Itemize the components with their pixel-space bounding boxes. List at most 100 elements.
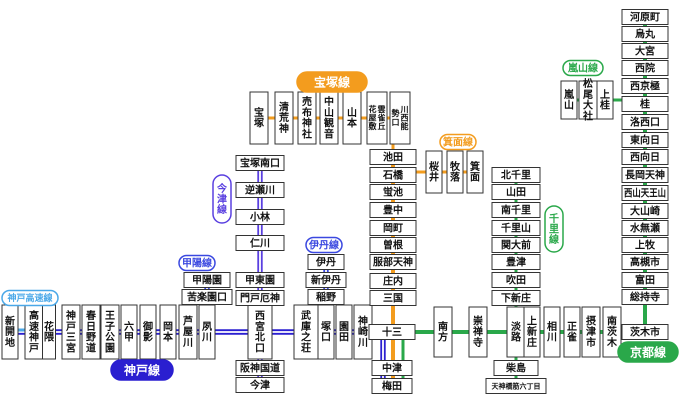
station-千里山: 千里山 [491, 220, 541, 236]
station-園田: 園田 [335, 304, 353, 360]
svg-text:布: 布 [302, 106, 312, 119]
svg-text:塚: 塚 [321, 320, 331, 333]
svg-text:開: 開 [5, 326, 15, 338]
station-嵐山: 嵐山 [560, 80, 578, 120]
station-梅田: 梅田 [371, 378, 413, 394]
svg-text:甲東園: 甲東園 [245, 274, 275, 287]
svg-text:線: 線 [549, 233, 559, 246]
svg-text:苦楽園口: 苦楽園口 [187, 291, 227, 304]
station-稲野: 稲野 [307, 289, 345, 305]
svg-text:神: 神 [302, 117, 312, 130]
svg-text:十三: 十三 [382, 326, 402, 339]
svg-text:西: 西 [255, 310, 265, 322]
svg-text:公: 公 [105, 332, 115, 344]
svg-text:洛西口: 洛西口 [630, 116, 660, 129]
station-御影: 御影 [139, 304, 157, 360]
svg-text:武: 武 [301, 309, 311, 322]
svg-text:甲陽線: 甲陽線 [182, 257, 212, 270]
svg-text:花: 花 [369, 104, 377, 114]
station-三国: 三国 [369, 290, 417, 306]
svg-text:小林: 小林 [249, 211, 271, 224]
svg-text:之: 之 [301, 331, 311, 344]
svg-text:今: 今 [216, 182, 228, 195]
svg-text:観: 観 [324, 117, 334, 130]
station-門戸厄神: 門戸厄神 [235, 290, 285, 306]
svg-text:隈: 隈 [44, 332, 55, 344]
svg-text:逆瀬川: 逆瀬川 [245, 184, 275, 197]
svg-text:伊丹線: 伊丹線 [308, 239, 339, 252]
station-曽根: 曽根 [369, 237, 417, 253]
station-夙川: 夙川 [198, 304, 216, 360]
svg-text:川: 川 [400, 105, 409, 114]
svg-text:庄: 庄 [527, 336, 537, 349]
svg-text:戸: 戸 [29, 342, 39, 354]
svg-text:尾: 尾 [583, 89, 593, 101]
svg-text:三: 三 [66, 332, 76, 344]
station-洛西口: 洛西口 [621, 114, 669, 130]
station-小林: 小林 [235, 209, 285, 225]
svg-text:神: 神 [358, 314, 368, 327]
svg-text:摂: 摂 [586, 314, 596, 327]
takarazuka-line-label: 宝塚線 [296, 71, 368, 93]
svg-text:神: 神 [279, 122, 289, 135]
station-北千里: 北千里 [491, 167, 541, 183]
svg-text:崇: 崇 [473, 314, 483, 327]
svg-text:桂: 桂 [599, 99, 610, 112]
svg-text:服部天神: 服部天神 [373, 256, 413, 269]
svg-text:大: 大 [583, 99, 593, 112]
station-長岡天神: 長岡天神 [621, 167, 669, 183]
station-西京極: 西京極 [621, 78, 669, 94]
svg-text:伊丹: 伊丹 [315, 256, 336, 269]
station-西向日: 西向日 [621, 149, 669, 165]
svg-text:桜: 桜 [429, 160, 439, 173]
station-塚口: 塚口 [317, 304, 335, 360]
svg-text:千里山: 千里山 [501, 222, 531, 235]
station-西山天王山: 西山天王山 [621, 185, 669, 201]
imazu-line-label: 今津線 [212, 174, 232, 224]
svg-text:相: 相 [547, 320, 557, 333]
svg-text:茨木市: 茨木市 [630, 326, 660, 339]
svg-text:口: 口 [255, 343, 265, 354]
svg-text:宝塚線: 宝塚線 [314, 74, 350, 89]
svg-text:三国: 三国 [383, 293, 403, 305]
svg-text:川: 川 [357, 337, 368, 349]
station-下新庄: 下新庄 [491, 290, 541, 306]
svg-text:新: 新 [5, 314, 15, 327]
svg-text:清: 清 [279, 100, 289, 113]
svg-text:売: 売 [302, 95, 312, 108]
svg-text:川: 川 [201, 332, 212, 344]
svg-text:西院: 西院 [635, 62, 655, 75]
svg-text:神戸線: 神戸線 [124, 362, 160, 377]
svg-text:西向日: 西向日 [630, 151, 660, 164]
kobe-kosoku-line-label: 神戸高速線 [1, 289, 59, 307]
svg-text:曽根: 曽根 [383, 239, 403, 252]
kyoto-line-label: 京都線 [617, 341, 679, 363]
svg-text:庫: 庫 [301, 320, 311, 333]
svg-text:津: 津 [217, 192, 227, 205]
station-清荒神: 清荒神 [274, 91, 294, 145]
svg-text:野: 野 [86, 332, 96, 344]
svg-text:塚: 塚 [254, 117, 264, 130]
svg-text:速: 速 [29, 320, 39, 333]
svg-text:市: 市 [586, 336, 596, 349]
station-十三: 十三 [368, 324, 416, 340]
svg-text:方: 方 [438, 331, 448, 344]
svg-text:梅田: 梅田 [382, 380, 402, 393]
station-水無瀬: 水無瀬 [621, 220, 669, 236]
svg-text:仁川: 仁川 [250, 237, 270, 250]
station-相川: 相川 [543, 306, 561, 358]
svg-text:烏丸: 烏丸 [635, 28, 656, 41]
svg-text:山: 山 [347, 106, 357, 119]
svg-text:上: 上 [527, 314, 537, 327]
svg-text:屋: 屋 [183, 326, 193, 338]
svg-text:稲野: 稲野 [316, 291, 336, 304]
station-仁川: 仁川 [235, 235, 285, 251]
svg-text:山: 山 [324, 106, 334, 119]
svg-text:吹田: 吹田 [506, 274, 526, 287]
